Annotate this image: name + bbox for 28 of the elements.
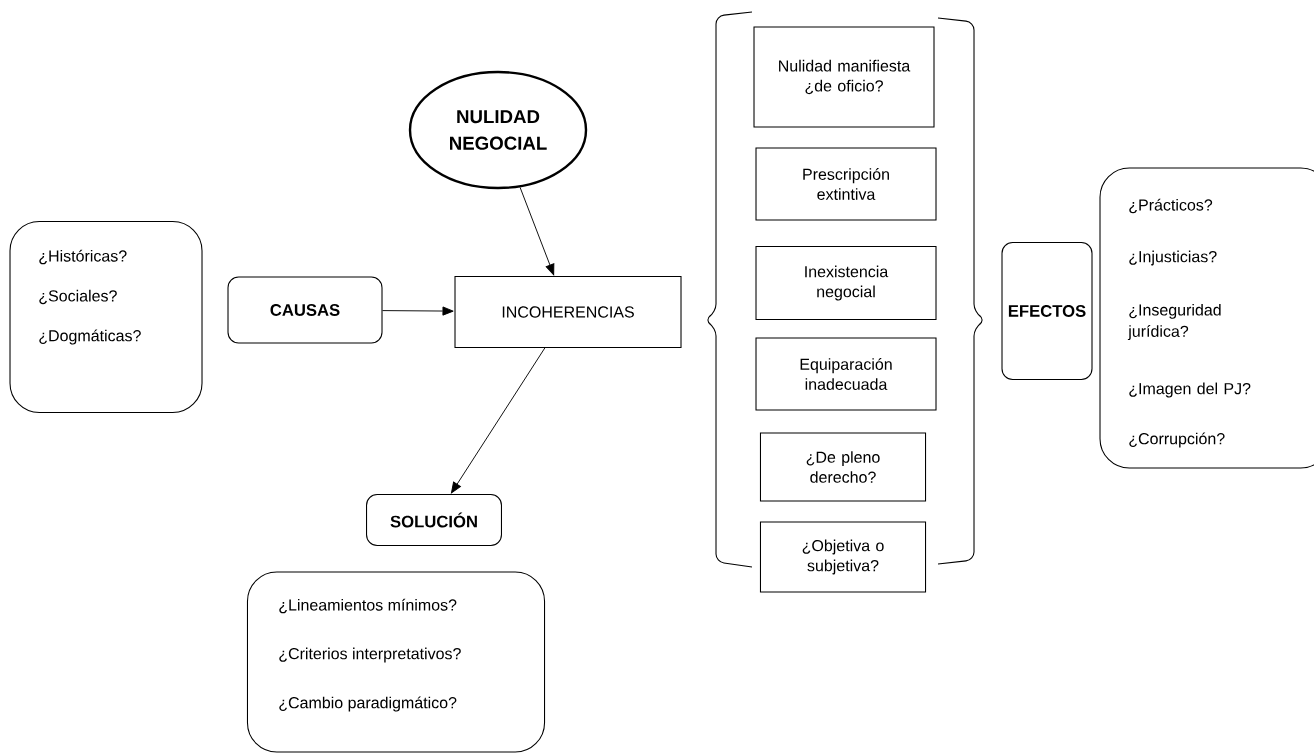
text-box: Equiparación inadecuada [755, 337, 937, 411]
rounded-box: EFECTOS [1001, 241, 1093, 381]
text-box: Prescripción extintiva [755, 147, 937, 221]
question-text: ¿Inseguridad jurídica? [1127, 303, 1221, 341]
text-box: ¿De pleno derecho? [759, 432, 927, 502]
question-text: ¿Prácticos? [1129, 198, 1213, 214]
question-text: ¿Cambio paradigmático? [279, 696, 457, 712]
question-text: ¿Dogmáticas? [39, 329, 141, 345]
text-box: Inexistencia negocial [755, 245, 937, 321]
text-box: Nulidad manifiesta ¿de oficio? [753, 26, 935, 128]
question-list-box [9, 221, 203, 413]
question-text: ¿Criterios interpretativos? [279, 647, 461, 663]
text-box: ¿Objetiva o subjetiva? [759, 521, 927, 593]
question-list-box [246, 571, 546, 753]
question-text: ¿Lineamientos mínimos? [279, 598, 457, 614]
ellipse-node: NULIDAD NEGOCIAL [408, 70, 588, 190]
question-text: ¿Injusticias? [1129, 250, 1217, 266]
arrow [519, 186, 555, 276]
question-text: ¿Históricas? [39, 249, 127, 265]
question-text: ¿Imagen del PJ? [1129, 382, 1251, 398]
arrow [382, 306, 454, 316]
question-text: ¿Sociales? [39, 289, 117, 305]
question-text: ¿Corrupción? [1129, 432, 1225, 448]
rounded-box: CAUSAS [227, 276, 383, 344]
question-list-box [1099, 167, 1314, 469]
rounded-box: SOLUCIÓN [366, 494, 502, 546]
process-box: INCOHERENCIAS [454, 276, 682, 348]
arrow [451, 347, 546, 494]
